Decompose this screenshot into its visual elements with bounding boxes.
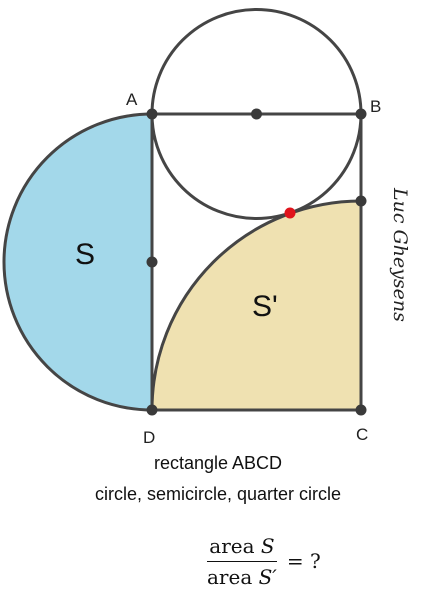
equals-question-mark: = ?	[286, 549, 321, 573]
semicircle-s	[2, 112, 154, 412]
area-ratio-fraction: area S area S′	[205, 534, 279, 589]
fraction-numerator: area S	[207, 533, 277, 562]
numerator-variable: S	[260, 533, 275, 558]
author-signature: Luc Gheysens	[389, 187, 411, 322]
point-a	[146, 108, 158, 120]
denominator-variable: S′	[258, 564, 277, 589]
fraction-denominator: area S′	[205, 562, 279, 589]
numerator-word: area	[209, 533, 255, 558]
vertex-label-a: A	[126, 90, 138, 109]
point-b	[355, 108, 367, 120]
point-on-bc	[355, 195, 367, 207]
quarter-circle-s-prime	[150, 199, 363, 412]
vertex-label-d: D	[143, 428, 155, 447]
point-midpoint-ab	[251, 108, 262, 120]
vertex-label-c: C	[356, 425, 368, 444]
vertex-label-b: B	[370, 97, 381, 116]
denominator-word: area	[207, 564, 253, 589]
point-c	[355, 404, 367, 416]
point-tangency	[284, 207, 296, 219]
caption-shapes: circle, semicircle, quarter circle	[94, 484, 342, 504]
area-ratio-question: area S area S′ = ?	[205, 525, 321, 597]
point-d	[146, 404, 158, 416]
region-label-s: S	[75, 238, 95, 271]
point-midpoint-ad	[146, 256, 158, 268]
region-label-s-prime: S'	[252, 290, 278, 323]
caption-rectangle: rectangle ABCD	[153, 453, 283, 473]
